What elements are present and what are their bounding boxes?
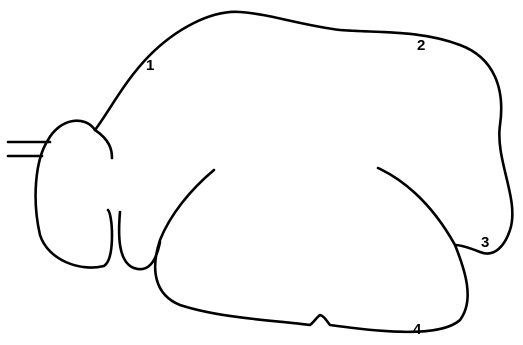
region-label-3: 3: [481, 235, 489, 250]
brain-outer-contour: [95, 12, 512, 332]
region-label-4: 4: [413, 322, 421, 337]
small-inner-lobe: [95, 130, 112, 158]
region-label-1: 1: [146, 58, 154, 73]
lower-small-lobe: [119, 212, 160, 269]
region-label-2: 2: [417, 38, 425, 53]
inner-fissure-right: [378, 168, 455, 245]
